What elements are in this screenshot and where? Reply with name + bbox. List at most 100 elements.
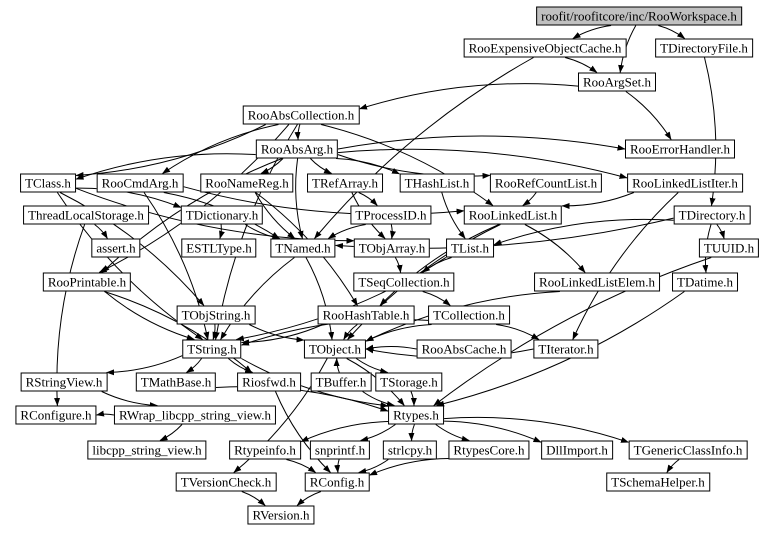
node-TRefArray[interactable]: TRefArray.h xyxy=(307,173,383,193)
edge-RooAbsCollection-TClass xyxy=(75,124,266,179)
node-TDictionary[interactable]: TDictionary.h xyxy=(180,205,264,225)
edge-TNamed-TObject xyxy=(305,257,335,340)
node-Rtypes[interactable]: Rtypes.h xyxy=(388,405,444,425)
edge-TRefArray-TProcessID xyxy=(358,192,378,206)
node-RooNameReg[interactable]: RooNameReg.h xyxy=(200,173,294,193)
node-TObject[interactable]: TObject.h xyxy=(303,339,367,359)
node-RooHashTable[interactable]: RooHashTable.h xyxy=(317,305,415,325)
edge-TProcessID-TObjArray xyxy=(390,224,396,239)
edge-RooHashTable-TObject xyxy=(343,324,358,340)
edge-TString-Riosfwd xyxy=(228,358,254,373)
edge-RooWorkspace-RooExpensiveObjectCache xyxy=(572,25,612,39)
node-snprintf[interactable]: snprintf.h xyxy=(309,440,371,460)
node-DllImport[interactable]: DllImport.h xyxy=(541,440,613,460)
edge-RooExpensiveObjectCache-TNamed xyxy=(314,57,534,239)
edge-RooAbsCollection-RooLinkedList xyxy=(320,124,494,206)
edge-RooPrintable-Riosfwd xyxy=(104,291,253,373)
edge-TString-TMathBase xyxy=(185,358,203,373)
edge-TDictionary-TNamed xyxy=(245,224,281,241)
edge-TSeqCollection-TCollection xyxy=(422,291,451,306)
node-TClass[interactable]: TClass.h xyxy=(20,173,76,193)
node-TDirectoryFile[interactable]: TDirectoryFile.h xyxy=(655,38,753,58)
node-TVersionCheck[interactable]: TVersionCheck.h xyxy=(175,472,277,492)
node-TObjString[interactable]: TObjString.h xyxy=(176,305,256,325)
node-THashList[interactable]: THashList.h xyxy=(399,173,475,193)
edge-RooLinkedList-RooLinkedListElem xyxy=(524,224,586,273)
edge-RConfig-RVersion xyxy=(296,491,322,506)
node-TDirectory[interactable]: TDirectory.h xyxy=(673,205,751,225)
node-TMathBase[interactable]: TMathBase.h xyxy=(135,372,217,392)
node-TSeqCollection[interactable]: TSeqCollection.h xyxy=(353,272,455,292)
node-TGenericClassInfo[interactable]: TGenericClassInfo.h xyxy=(628,440,748,460)
edge-TObjString-TObject xyxy=(249,324,305,343)
edge-RWrap_libcpp_string_view-libcpp_string_view xyxy=(159,424,183,441)
node-RStringView[interactable]: RStringView.h xyxy=(20,372,108,392)
node-RooLinkedListIter[interactable]: RooLinkedListIter.h xyxy=(627,173,743,193)
node-RooRefCountList[interactable]: RooRefCountList.h xyxy=(489,173,603,193)
edge-TObjString-TString xyxy=(212,324,219,340)
node-strlcpy[interactable]: strlcpy.h xyxy=(382,440,438,460)
edge-Rtypes-TGenericClassInfo xyxy=(443,416,629,443)
node-TList[interactable]: TList.h xyxy=(446,238,494,258)
node-RtypesCore[interactable]: RtypesCore.h xyxy=(448,440,530,460)
edge-TCollection-TObject xyxy=(365,324,432,342)
edge-TStorage-Rtypes xyxy=(410,391,417,406)
edge-TBuffer-TObject xyxy=(333,358,340,373)
edge-RooExpensiveObjectCache-RooArgSet xyxy=(564,57,598,73)
edge-RooLinkedListIter-TIterator xyxy=(572,192,679,340)
node-RooPrintable[interactable]: RooPrintable.h xyxy=(42,272,132,292)
edge-Rtypeinfo-RConfig xyxy=(286,459,317,473)
edge-ThreadLocalStorage-assert xyxy=(94,224,108,239)
edge-RooAbsArg-THashList xyxy=(336,158,400,175)
node-ThreadLocalStorage[interactable]: ThreadLocalStorage.h xyxy=(23,205,149,225)
edge-RooAbsArg-TNamed xyxy=(295,158,304,239)
node-Rtypeinfo[interactable]: Rtypeinfo.h xyxy=(229,440,301,460)
node-RooAbsArg[interactable]: RooAbsArg.h xyxy=(255,139,339,159)
edge-TCollection-TIterator xyxy=(496,324,540,340)
node-TIterator[interactable]: TIterator.h xyxy=(533,339,599,359)
edge-RooAbsCollection-RooAbsArg xyxy=(294,124,301,140)
node-RooAbsCollection[interactable]: RooAbsCollection.h xyxy=(242,105,360,125)
node-TCollection[interactable]: TCollection.h xyxy=(428,305,510,325)
node-TObjArray[interactable]: TObjArray.h xyxy=(353,238,431,258)
node-ESTLType[interactable]: ESTLType.h xyxy=(181,238,257,258)
node-RooCmdArg[interactable]: RooCmdArg.h xyxy=(96,173,184,193)
edge-TObject-TStorage xyxy=(356,358,389,374)
edge-TProcessID-TNamed xyxy=(327,224,366,239)
node-TNamed[interactable]: TNamed.h xyxy=(270,238,336,258)
edge-Rtypes-DllImport xyxy=(443,420,542,443)
node-RooErrorHandler[interactable]: RooErrorHandler.h xyxy=(624,139,736,159)
edge-RooAbsArg-TRefArray xyxy=(310,158,333,174)
node-TString[interactable]: TString.h xyxy=(182,339,242,359)
node-RooArgSet[interactable]: RooArgSet.h xyxy=(577,72,657,92)
node-RooExpensiveObjectCache[interactable]: RooExpensiveObjectCache.h xyxy=(463,38,627,58)
edge-TMathBase-Rtypes xyxy=(215,386,389,412)
node-TBuffer[interactable]: TBuffer.h xyxy=(310,372,372,392)
edge-TString-RStringView xyxy=(106,355,183,376)
node-TProcessID[interactable]: TProcessID.h xyxy=(350,205,432,225)
node-TStorage[interactable]: TStorage.h xyxy=(375,372,443,392)
node-TDatime[interactable]: TDatime.h xyxy=(672,272,738,292)
node-RWrap_libcpp_string_view[interactable]: RWrap_libcpp_string_view.h xyxy=(113,405,277,425)
edge-RStringView-RWrap_libcpp_string_view xyxy=(101,391,158,409)
node-RConfigure[interactable]: RConfigure.h xyxy=(15,405,97,425)
node-Riosfwd[interactable]: Riosfwd.h xyxy=(237,372,301,392)
node-libcpp_string_view[interactable]: libcpp_string_view.h xyxy=(87,440,207,460)
edge-RooArgSet-RooErrorHandler xyxy=(625,91,672,140)
edge-THashList-TList xyxy=(441,192,466,239)
edge-Rtypes-RtypesCore xyxy=(435,424,470,442)
edge-RooAbsArg-TClass xyxy=(75,153,257,180)
node-RooLinkedList[interactable]: RooLinkedList.h xyxy=(463,205,563,225)
node-RConfig[interactable]: RConfig.h xyxy=(304,472,370,492)
edge-Rtypes-Rtypeinfo xyxy=(300,421,389,443)
node-RVersion[interactable]: RVersion.h xyxy=(247,505,315,525)
node-RooLinkedListElem[interactable]: RooLinkedListElem.h xyxy=(534,272,660,292)
edge-TUUID-Rtypes xyxy=(433,257,712,406)
node-TSchemaHelper[interactable]: TSchemaHelper.h xyxy=(606,472,710,492)
edge-RooLinkedListIter-RooLinkedList xyxy=(561,192,635,209)
node-assert[interactable]: assert.h xyxy=(91,238,141,258)
node-TUUID[interactable]: TUUID.h xyxy=(698,238,760,258)
node-RooAbsCache[interactable]: RooAbsCache.h xyxy=(416,339,512,359)
edge-TDictionary-ESTLType xyxy=(219,224,225,239)
